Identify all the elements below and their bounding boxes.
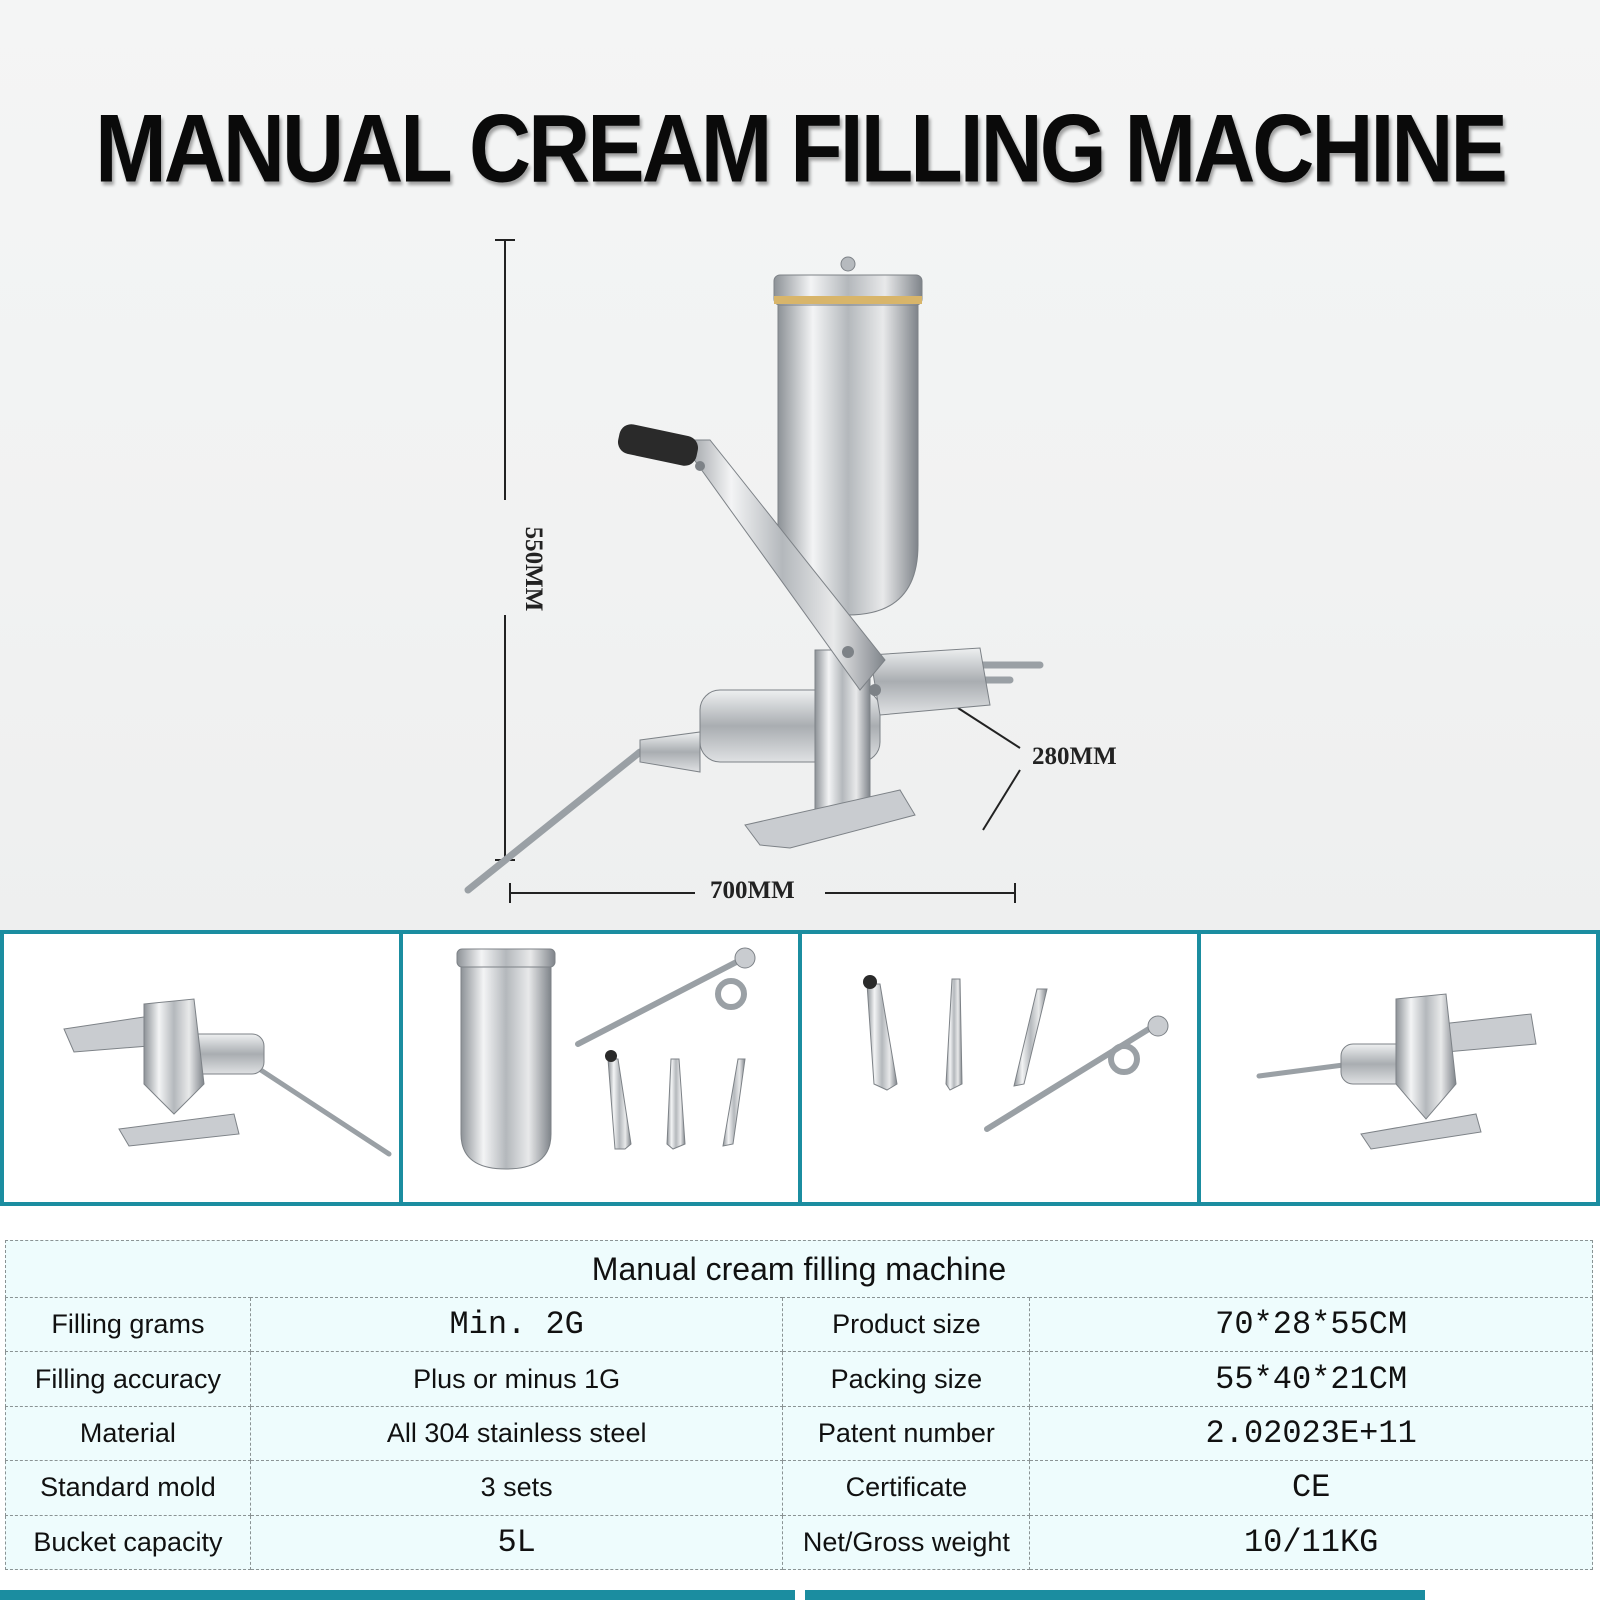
spec-value: Plus or minus 1G (249, 1351, 784, 1407)
hopper (773, 256, 923, 616)
hero-section: MANUAL CREAM FILLING MACHINE (0, 0, 1600, 930)
hopper-accessories-image (456, 947, 756, 1170)
spec-value: Min. 2G (249, 1296, 784, 1353)
spec-value: All 304 stainless steel (249, 1405, 784, 1462)
machine-rear-image (1256, 993, 1537, 1150)
spec-value: CE (1029, 1460, 1593, 1516)
spec-value: 2.02023E+11 (1029, 1405, 1593, 1462)
bottom-accent-left (0, 1590, 795, 1600)
spec-table-heading-row: Manual cream filling machine (5, 1240, 1593, 1298)
spec-label: Bucket capacity (5, 1514, 251, 1571)
spec-label: Filling grams (5, 1296, 251, 1353)
machine-side-image (63, 998, 392, 1157)
machine-illustration (464, 239, 1044, 903)
spec-label: Material (5, 1405, 251, 1462)
spec-table-container: Manual cream filling machine Filling gra… (5, 1240, 1593, 1571)
stand-base (744, 789, 916, 849)
spec-label: Standard mold (5, 1460, 251, 1516)
bottom-accent-right (805, 1590, 1425, 1600)
table-row: Bucket capacity 5L Net/Gross weight 10/1… (5, 1514, 1593, 1571)
spec-value: 5L (249, 1514, 784, 1571)
spec-label: Certificate (782, 1460, 1031, 1516)
spec-table: Manual cream filling machine Filling gra… (5, 1240, 1593, 1571)
depth-dimension-label: 280MM (1032, 743, 1117, 770)
spec-value: 70*28*55CM (1029, 1296, 1593, 1353)
thumbnail-strip (0, 930, 1600, 1206)
nozzle-head (869, 647, 991, 716)
page-title: MANUAL CREAM FILLING MACHINE (95, 95, 1508, 203)
table-row: Material All 304 stainless steel Patent … (5, 1405, 1593, 1462)
dimension-lines (495, 239, 1021, 903)
width-dimension-label: 700MM (710, 877, 795, 904)
thumbnail-nozzles-rod[interactable] (798, 930, 1201, 1206)
spec-label: Filling accuracy (5, 1351, 251, 1407)
spec-label: Product size (782, 1296, 1031, 1353)
spec-value: 3 sets (249, 1460, 784, 1516)
spec-label: Packing size (782, 1351, 1031, 1407)
thumbnail-machine-side[interactable] (0, 930, 403, 1206)
nozzles-rod-image (863, 975, 1169, 1132)
spec-label: Patent number (782, 1405, 1031, 1462)
nozzle-tube (464, 731, 701, 894)
table-row: Filling accuracy Plus or minus 1G Packin… (5, 1351, 1593, 1407)
thumbnail-machine-rear[interactable] (1197, 930, 1600, 1206)
spec-value: 55*40*21CM (1029, 1351, 1593, 1407)
table-row: Standard mold 3 sets Certificate CE (5, 1460, 1593, 1516)
spec-table-heading: Manual cream filling machine (5, 1240, 1593, 1298)
lever-handle (617, 424, 886, 696)
spec-label: Net/Gross weight (782, 1514, 1031, 1571)
thumbnail-hopper-accessories[interactable] (399, 930, 802, 1206)
height-dimension-label: 550MM (520, 526, 547, 612)
spec-value: 10/11KG (1029, 1514, 1593, 1571)
table-row: Filling grams Min. 2G Product size 70*28… (5, 1296, 1593, 1353)
